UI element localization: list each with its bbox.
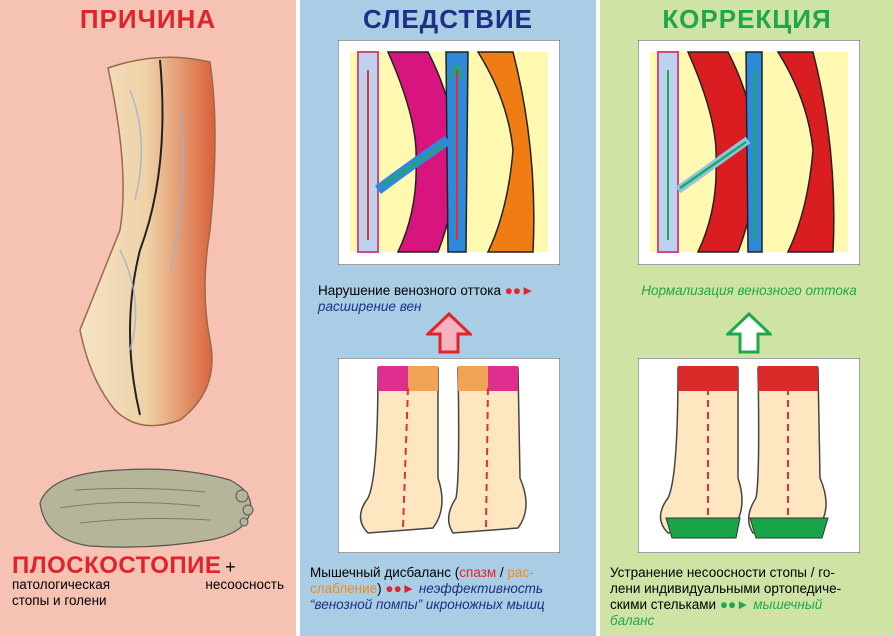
correction-caption: Устранение несоосности стопы / го- лени … bbox=[610, 565, 842, 628]
effect-title: СЛЕДСТВИЕ bbox=[362, 4, 534, 34]
muscle-imbalance-caption: Мышечный дисбаланс (спазм / рас- слаблен… bbox=[310, 565, 545, 612]
correction-panel: КОРРЕКЦИЯ Нормализация венозного оттока … bbox=[600, 0, 894, 636]
feet-imbalance-diagram bbox=[338, 358, 560, 553]
normalized-venous-diagram bbox=[638, 40, 860, 265]
result-arrow-icon: ●●► bbox=[504, 283, 535, 298]
arrow-up-icon bbox=[426, 312, 472, 354]
cause-title: ПРИЧИНА bbox=[79, 4, 217, 34]
result-arrow-icon: ●●► bbox=[719, 597, 750, 612]
cause-caption: ПЛОСКОСТОПИЕ + патологическая несоосност… bbox=[12, 552, 284, 609]
effect-panel: СЛЕДСТВИЕ Нарушение венозного оттока ●●►… bbox=[300, 0, 596, 636]
flat-foot-leg-illustration bbox=[79, 56, 216, 427]
arrow-up-icon bbox=[726, 312, 772, 354]
venous-outflow-caption: Нарушение венозного оттока ●●► расширени… bbox=[318, 283, 535, 314]
flat-foot-label: ПЛОСКОСТОПИЕ bbox=[12, 552, 222, 579]
cause-panel: ПРИЧИНА ПЛОСКОСТОПИЕ + патологическая не… bbox=[0, 0, 296, 636]
feet-with-insoles-diagram bbox=[638, 358, 860, 553]
normalization-caption: Нормализация венозного оттока bbox=[641, 283, 857, 298]
venous-disorder-diagram bbox=[338, 40, 560, 265]
footprint-illustration bbox=[39, 468, 254, 548]
result-arrow-icon: ●●► bbox=[385, 581, 416, 596]
correction-title: КОРРЕКЦИЯ bbox=[662, 4, 832, 34]
